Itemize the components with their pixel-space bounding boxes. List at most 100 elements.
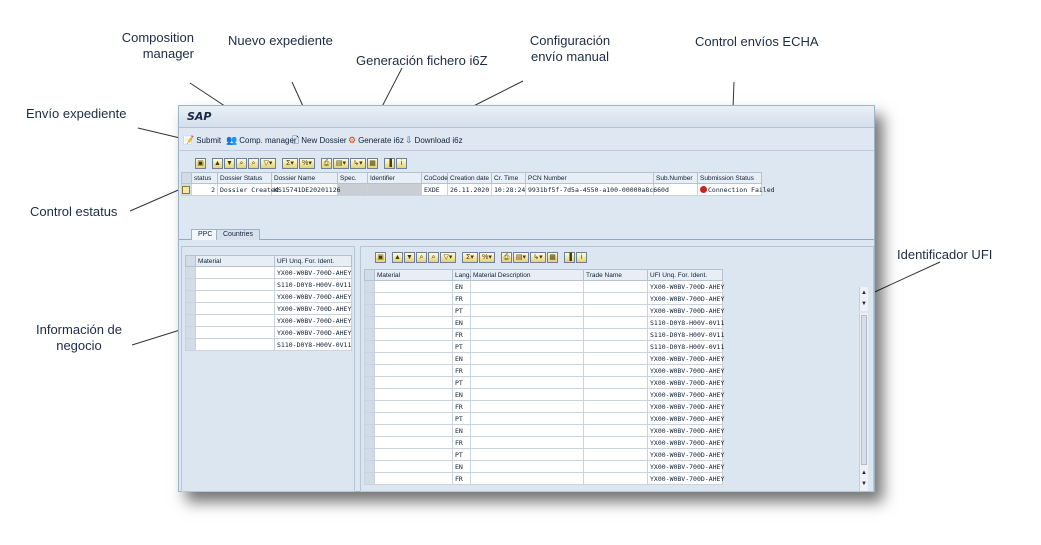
tab-countries[interactable]: Countries bbox=[216, 229, 260, 240]
graphic-icon[interactable]: ▐ bbox=[384, 158, 395, 169]
col-creation-date[interactable]: Creation date bbox=[447, 172, 492, 184]
select-all-cell[interactable] bbox=[181, 172, 192, 184]
export-icon[interactable]: ↳▾ bbox=[350, 158, 366, 169]
row-selector[interactable] bbox=[364, 280, 375, 293]
scrollbar-thumb[interactable] bbox=[861, 315, 867, 465]
row-selector[interactable] bbox=[185, 314, 196, 327]
row-selector[interactable] bbox=[185, 302, 196, 315]
subtotal-icon[interactable]: %▾ bbox=[479, 252, 495, 263]
find-next-icon[interactable]: ⌕ bbox=[428, 252, 439, 263]
table-row[interactable]: YX00-W0BV-700D-AHEY bbox=[185, 314, 352, 327]
col-spec[interactable]: Spec. bbox=[337, 172, 368, 184]
row-selector[interactable] bbox=[364, 448, 375, 461]
scroll-down-arrow-icon[interactable]: ▼ bbox=[861, 481, 867, 487]
row-selector[interactable] bbox=[185, 326, 196, 339]
col-material[interactable]: Material bbox=[195, 255, 275, 267]
new-dossier-button[interactable]: 🗋 New Dossier bbox=[292, 133, 347, 147]
col-sub-number[interactable]: Sub.Number bbox=[653, 172, 698, 184]
vertical-scrollbar[interactable]: ▲ ▼ bbox=[859, 313, 868, 491]
row-selector[interactable] bbox=[364, 424, 375, 437]
row-selector[interactable] bbox=[185, 338, 196, 351]
info-icon[interactable]: i bbox=[396, 158, 407, 169]
row-selector[interactable] bbox=[185, 266, 196, 279]
details-icon[interactable]: ▣ bbox=[375, 252, 386, 263]
col-dossier-name[interactable]: Dossier Name bbox=[271, 172, 338, 184]
col-identifier[interactable]: Identifier bbox=[367, 172, 422, 184]
row-selector[interactable] bbox=[364, 460, 375, 473]
print-icon[interactable]: ⎙ bbox=[501, 252, 512, 263]
sort-ascending-icon[interactable]: ▲ bbox=[392, 252, 403, 263]
row-selector[interactable] bbox=[364, 364, 375, 377]
table-row[interactable]: YX00-W0BV-700D-AHEY bbox=[185, 326, 352, 339]
find-next-icon[interactable]: ⌕ bbox=[248, 158, 259, 169]
print-icon[interactable]: ⎙ bbox=[321, 158, 332, 169]
row-selector[interactable] bbox=[364, 316, 375, 329]
row-selector[interactable] bbox=[185, 290, 196, 303]
col-cr-time[interactable]: Cr. Time bbox=[491, 172, 526, 184]
table-row[interactable]: YX00-W0BV-700D-AHEY bbox=[185, 290, 352, 303]
row-selector[interactable] bbox=[364, 352, 375, 365]
find-icon[interactable]: ⌕ bbox=[416, 252, 427, 263]
row-selector[interactable] bbox=[185, 278, 196, 291]
table-row[interactable]: 2 Dossier Created KS15741DE20201126 EXDE… bbox=[181, 183, 775, 196]
row-selector[interactable] bbox=[364, 304, 375, 317]
row-selector[interactable] bbox=[364, 328, 375, 341]
select-all-cell[interactable] bbox=[185, 255, 196, 267]
select-all-cell[interactable] bbox=[364, 269, 375, 281]
row-selector[interactable] bbox=[364, 412, 375, 425]
row-selector[interactable] bbox=[181, 183, 192, 196]
find-icon[interactable]: ⌕ bbox=[236, 158, 247, 169]
sort-descending-icon[interactable]: ▼ bbox=[404, 252, 415, 263]
table-row[interactable]: YX00-W0BV-700D-AHEY bbox=[185, 266, 352, 279]
comp-manager-button[interactable]: 👥 Comp. manager bbox=[226, 133, 297, 147]
view-icon[interactable]: ▤▾ bbox=[513, 252, 529, 263]
view-icon[interactable]: ▤▾ bbox=[333, 158, 349, 169]
col-material-description[interactable]: Material Description bbox=[470, 269, 584, 281]
col-ufi[interactable]: UFI Unq. For. Ident. bbox=[647, 269, 723, 281]
download-i6z-button[interactable]: ⇩ Download i6z bbox=[405, 133, 463, 147]
details-icon[interactable]: ▣ bbox=[195, 158, 206, 169]
filter-icon[interactable]: ▽▾ bbox=[260, 158, 276, 169]
export-icon[interactable]: ↳▾ bbox=[530, 252, 546, 263]
filter-icon[interactable]: ▽▾ bbox=[440, 252, 456, 263]
scroll-up-arrow-icon[interactable]: ▲ bbox=[861, 470, 867, 476]
row-selector[interactable] bbox=[364, 400, 375, 413]
sort-ascending-icon[interactable]: ▲ bbox=[212, 158, 223, 169]
table-row[interactable]: YX00-W0BV-700D-AHEY bbox=[185, 302, 352, 315]
table-row[interactable]: S110-D0Y8-H00V-0V11 bbox=[185, 338, 352, 351]
layout-icon[interactable]: ▦ bbox=[547, 252, 558, 263]
row-selector[interactable] bbox=[364, 292, 375, 305]
info-icon[interactable]: i bbox=[576, 252, 587, 263]
sum-icon[interactable]: Σ▾ bbox=[462, 252, 478, 263]
scroll-down-arrow-icon[interactable]: ▼ bbox=[861, 301, 867, 307]
col-pcn-number[interactable]: PCN Number bbox=[525, 172, 654, 184]
col-trade-name[interactable]: Trade Name bbox=[583, 269, 648, 281]
table-row[interactable]: S110-D0Y8-H00V-0V11 bbox=[185, 278, 352, 291]
col-ufi[interactable]: UFI Unq. For. Ident. bbox=[274, 255, 352, 267]
row-selector[interactable] bbox=[364, 340, 375, 353]
col-cocode[interactable]: CoCode bbox=[421, 172, 448, 184]
vertical-scrollbar-top[interactable]: ▲ ▼ bbox=[859, 287, 868, 311]
col-dossier-status[interactable]: Dossier Status bbox=[217, 172, 272, 184]
row-selector[interactable] bbox=[364, 436, 375, 449]
col-status[interactable]: status bbox=[191, 172, 218, 184]
sort-descending-icon[interactable]: ▼ bbox=[224, 158, 235, 169]
col-language[interactable]: Lang. bbox=[452, 269, 471, 281]
row-selector[interactable] bbox=[364, 388, 375, 401]
submit-button[interactable]: 📝 Submit bbox=[183, 133, 221, 147]
generate-i6z-button[interactable]: ⚙ Generate i6z bbox=[348, 133, 404, 147]
scroll-up-arrow-icon[interactable]: ▲ bbox=[861, 290, 867, 296]
col-submission-status[interactable]: Submission Status bbox=[697, 172, 762, 184]
